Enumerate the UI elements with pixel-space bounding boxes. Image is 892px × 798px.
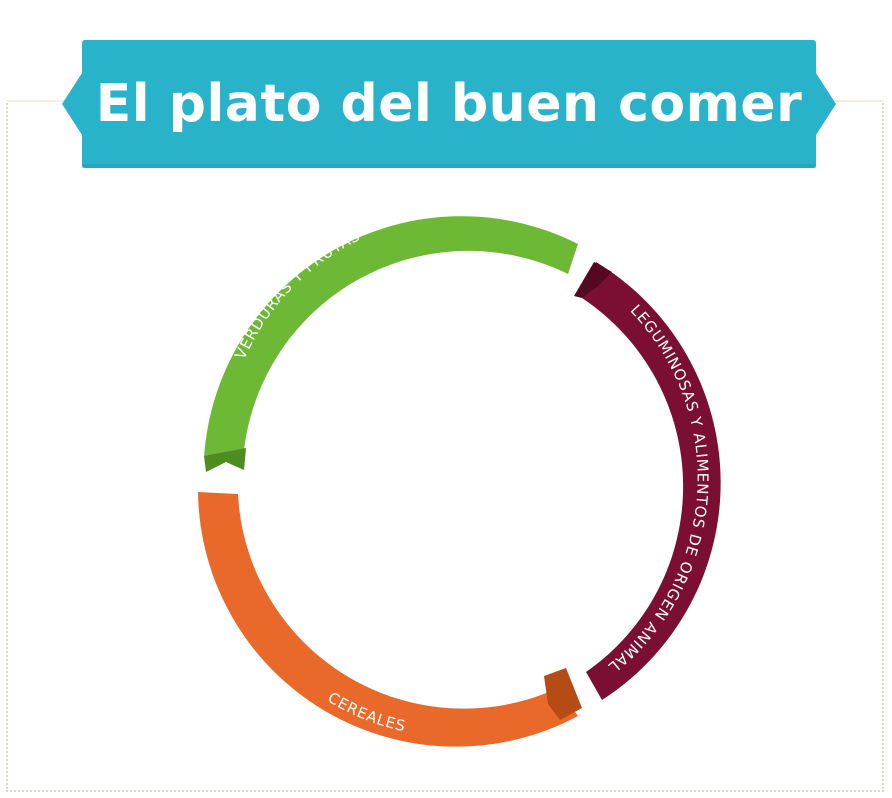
banner-left-tail [62, 70, 84, 138]
banner-shadow [82, 164, 816, 168]
banner-ribbon-shape [62, 40, 836, 168]
segment-leguminosas [574, 262, 721, 700]
page-title: El plato del buen comer [95, 74, 803, 134]
ribbon-fold-cereales [544, 668, 582, 720]
ring-cereales [198, 492, 578, 747]
banner-body [82, 40, 816, 168]
ring-leguminosas [582, 262, 721, 700]
ribbon-fold-leguminosas [574, 262, 612, 298]
segment-cereales [198, 492, 582, 747]
segment-verduras [204, 216, 578, 472]
ring-verduras [204, 216, 578, 458]
title-banner: El plato del buen comer [0, 0, 892, 180]
banner-right-tail [814, 70, 836, 138]
ribbon-fold-verduras [204, 448, 246, 472]
content-frame [6, 100, 884, 792]
